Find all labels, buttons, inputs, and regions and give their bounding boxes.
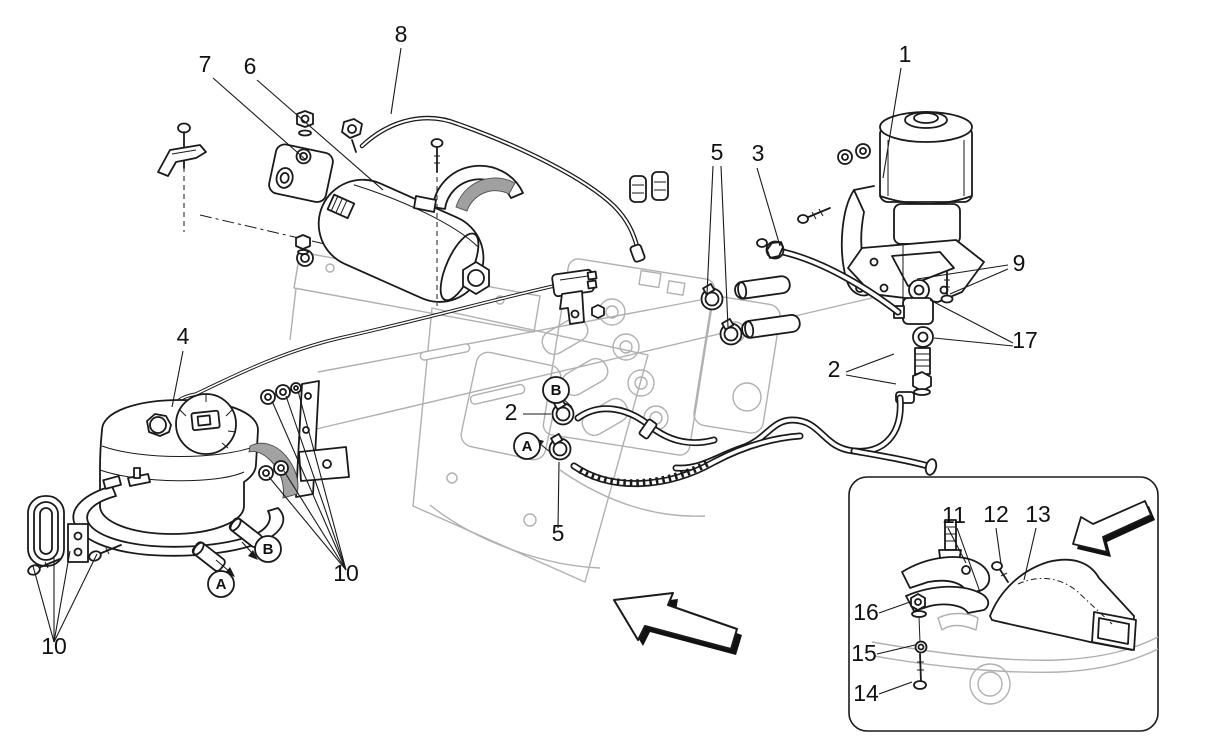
hose-to-right bbox=[850, 447, 938, 476]
callout-2-banjo: 2 bbox=[828, 356, 841, 382]
callout-6: 6 bbox=[244, 53, 257, 79]
svg-text:A: A bbox=[216, 576, 227, 593]
level-sensor-wire bbox=[170, 284, 556, 414]
hydraulic-line-8 bbox=[359, 115, 646, 263]
pipe-stubs bbox=[734, 275, 801, 339]
banjo-fittings-stack bbox=[893, 279, 934, 404]
pressure-manifold-block bbox=[268, 143, 334, 203]
marker-b-reservoir: B bbox=[254, 535, 282, 563]
inset-washer-15 bbox=[914, 640, 928, 654]
gearbox-valve-block bbox=[541, 258, 781, 456]
svg-text:B: B bbox=[551, 382, 562, 399]
callout-10-bracket: 10 bbox=[333, 560, 359, 586]
fixing-bolt-left bbox=[177, 122, 191, 232]
callout-13: 13 bbox=[1025, 501, 1051, 527]
small-hardware-cluster bbox=[295, 234, 314, 267]
support-bracket bbox=[295, 380, 350, 498]
callout-14: 14 bbox=[853, 680, 879, 706]
spacer-bolt-b bbox=[228, 517, 263, 560]
electrical-connector bbox=[551, 268, 605, 325]
callout-10-pad: 10 bbox=[41, 633, 67, 659]
accumulator-cylinder bbox=[317, 178, 490, 303]
callout-17: 17 bbox=[1012, 327, 1038, 353]
callout-1: 1 bbox=[899, 41, 912, 67]
manifold-nut bbox=[296, 110, 314, 137]
callout-12: 12 bbox=[983, 501, 1009, 527]
marker-b-valve: B bbox=[542, 376, 570, 404]
pump-bolt bbox=[797, 207, 831, 224]
air-duct bbox=[989, 558, 1137, 651]
reservoir-clamp-band bbox=[72, 467, 285, 557]
filler-union bbox=[146, 413, 172, 437]
return-hose bbox=[672, 394, 904, 472]
bracket-washers bbox=[258, 382, 302, 481]
svg-text:A: A bbox=[522, 438, 533, 455]
hose-clamps-center bbox=[548, 398, 575, 461]
pump-washers bbox=[837, 143, 871, 165]
rubber-pad bbox=[27, 495, 65, 567]
corrugated-hose bbox=[570, 432, 804, 488]
pressure-hose-3 bbox=[756, 238, 902, 316]
inset-nut-16 bbox=[910, 593, 927, 643]
reservoir-cap bbox=[175, 393, 237, 455]
mounting-strap bbox=[413, 138, 524, 306]
callout-4: 4 bbox=[177, 323, 190, 349]
banjo-fitting-8 bbox=[341, 118, 363, 153]
spacer-bolt-a bbox=[191, 541, 235, 577]
callout-3: 3 bbox=[752, 140, 765, 166]
callout-7: 7 bbox=[199, 51, 212, 77]
base-screw bbox=[940, 271, 954, 304]
spacer-wedge bbox=[248, 442, 299, 499]
inset-screw-12 bbox=[991, 561, 1009, 583]
callout-5-hose: 5 bbox=[552, 520, 565, 546]
marker-a-reservoir: A bbox=[207, 570, 235, 598]
leader-lines bbox=[32, 47, 1037, 695]
retainer-clip-left bbox=[157, 144, 207, 177]
anti-wear-band bbox=[455, 177, 516, 212]
callout-8: 8 bbox=[395, 21, 408, 47]
duct-bracket bbox=[901, 556, 991, 614]
callout-9: 9 bbox=[1013, 250, 1026, 276]
callout-16: 16 bbox=[853, 599, 879, 625]
callout-5-pipes: 5 bbox=[711, 139, 724, 165]
svg-text:B: B bbox=[263, 541, 274, 558]
subframe bbox=[289, 251, 706, 583]
double-pipe-clip bbox=[629, 171, 669, 203]
callout-11: 11 bbox=[942, 502, 966, 528]
band-bracket bbox=[67, 523, 89, 563]
pad-bolts bbox=[27, 544, 122, 576]
direction-arrow-main bbox=[613, 592, 742, 655]
callout-15: 15 bbox=[851, 640, 877, 666]
inset-bolt-14 bbox=[913, 653, 927, 690]
inset-direction-arrow bbox=[1072, 500, 1155, 557]
callout-2-clamp: 2 bbox=[505, 399, 518, 425]
inset-box bbox=[848, 476, 1159, 732]
feed-hose bbox=[574, 405, 718, 447]
marker-a-valve: A bbox=[513, 432, 541, 460]
